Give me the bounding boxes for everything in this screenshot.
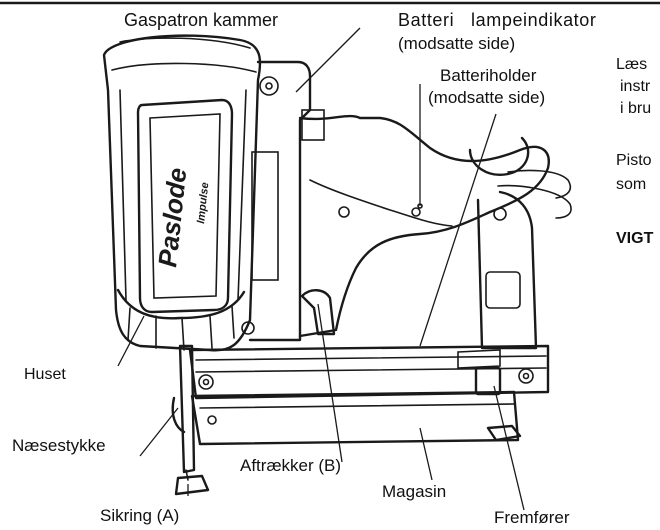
housing-shape bbox=[102, 34, 262, 352]
brand-sub: Impulse bbox=[195, 182, 211, 225]
trigger-label: Aftrækker (B) bbox=[240, 456, 342, 475]
battery-holder-label: Batteriholder bbox=[440, 66, 537, 85]
gas-chamber-label: Gaspatron kammer bbox=[124, 10, 279, 30]
battery-indicator-label: Batteri lampeindikator bbox=[398, 10, 597, 30]
safety-label: Sikring (A) bbox=[100, 506, 180, 525]
feeder-label: Fremfører bbox=[494, 508, 570, 527]
housing-label: Huset bbox=[24, 366, 66, 383]
magazine-label: Magasin bbox=[382, 482, 447, 501]
leader-lines bbox=[117, 27, 525, 511]
battery-holder-side-label: (modsatte side) bbox=[428, 88, 546, 107]
battery-holder-shape bbox=[468, 136, 572, 350]
handle-shape bbox=[298, 109, 550, 338]
magazine-shape bbox=[188, 344, 550, 446]
side-text-line-1: Læs bbox=[616, 56, 648, 73]
side-text-line-3: i bru bbox=[620, 100, 652, 117]
side-text-line-4: Pisto bbox=[616, 152, 652, 169]
chamber-shape bbox=[241, 60, 312, 342]
side-text-line-6: VIGT bbox=[616, 230, 654, 247]
nosepiece-label: Næsestykke bbox=[12, 436, 106, 455]
side-text-line-2: instr bbox=[620, 78, 651, 95]
battery-indicator-side-label: (modsatte side) bbox=[398, 34, 516, 53]
brand-logo: Paslode bbox=[152, 166, 192, 268]
side-text-line-5: som bbox=[616, 176, 647, 193]
nosepiece-shape bbox=[171, 344, 210, 496]
